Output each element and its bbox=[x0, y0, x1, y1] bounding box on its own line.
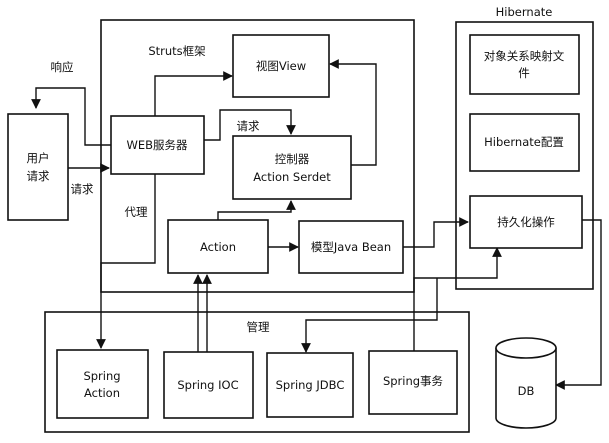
javabean-label: 模型Java Bean bbox=[311, 240, 391, 254]
spring-action-line1: Spring bbox=[83, 369, 120, 383]
spring-tx-node: Spring事务 bbox=[368, 350, 458, 415]
web-to-controller-arrow bbox=[204, 109, 296, 141]
persist-label: 持久化操作 bbox=[497, 215, 555, 229]
struts-frame bbox=[100, 19, 415, 293]
controller-line2: Action Serdet bbox=[253, 170, 331, 184]
response-label: 响应 bbox=[51, 60, 74, 74]
hibernate-frame bbox=[455, 21, 594, 290]
web-server-label: WEB服务器 bbox=[126, 138, 188, 152]
orm-line2: 件 bbox=[518, 66, 530, 80]
db-label: DB bbox=[518, 384, 535, 398]
spring-action-line2: Action bbox=[84, 386, 120, 400]
db-cylinder-body bbox=[495, 348, 557, 429]
action-label: Action bbox=[200, 240, 236, 254]
hibernate-frame-label: Hibernate bbox=[496, 5, 553, 19]
persist-node: 持久化操作 bbox=[469, 195, 583, 249]
controller-node: 控制器 Action Serdet bbox=[232, 135, 352, 200]
web-request-label: 请求 bbox=[237, 119, 260, 133]
hibernate-config-node: Hibernate配置 bbox=[469, 113, 580, 172]
javabean-to-persist-arrow bbox=[403, 217, 469, 248]
user-node-line1: 用户 bbox=[27, 151, 50, 165]
user-node-line2: 请求 bbox=[27, 169, 50, 183]
tx-to-persist-arrow bbox=[413, 247, 502, 351]
hibernate-config-label: Hibernate配置 bbox=[484, 135, 564, 149]
db-node: DB bbox=[495, 337, 557, 429]
db-cylinder-top bbox=[495, 337, 557, 359]
spring-jdbc-label: Spring JDBC bbox=[276, 378, 345, 392]
web-server-node: WEB服务器 bbox=[110, 115, 205, 175]
jdbc-arrow bbox=[301, 278, 438, 353]
user-request-label: 请求 bbox=[71, 182, 94, 196]
view-node: 视图View bbox=[232, 34, 330, 98]
spring-action-node: Spring Action bbox=[56, 349, 149, 419]
controller-line1: 控制器 bbox=[275, 152, 310, 166]
orm-node: 对象关系映射文 件 bbox=[469, 34, 580, 95]
proxy-label: 代理 bbox=[125, 205, 148, 219]
persist-to-db-arrow bbox=[555, 219, 602, 390]
spring-ioc-node: Spring IOC bbox=[163, 351, 254, 419]
response-arrow bbox=[31, 87, 111, 146]
action-to-controller-arrow bbox=[217, 200, 296, 220]
spring-frame bbox=[44, 311, 470, 433]
controller-to-view-arrow bbox=[329, 59, 377, 166]
struts-frame-label: Struts框架 bbox=[148, 44, 205, 58]
web-to-view-arrow bbox=[154, 71, 233, 116]
view-node-label: 视图View bbox=[256, 59, 306, 73]
javabean-node: 模型Java Bean bbox=[298, 220, 404, 274]
orm-line1: 对象关系映射文 bbox=[484, 49, 565, 63]
spring-jdbc-node: Spring JDBC bbox=[266, 352, 354, 418]
spring-tx-label: Spring事务 bbox=[383, 374, 444, 388]
spring-frame-label: 管理 bbox=[247, 320, 270, 334]
user-node: 用户 请求 bbox=[7, 113, 69, 221]
proxy-arrow bbox=[96, 174, 156, 349]
spring-ioc-label: Spring IOC bbox=[177, 378, 238, 392]
action-node: Action bbox=[167, 219, 269, 274]
